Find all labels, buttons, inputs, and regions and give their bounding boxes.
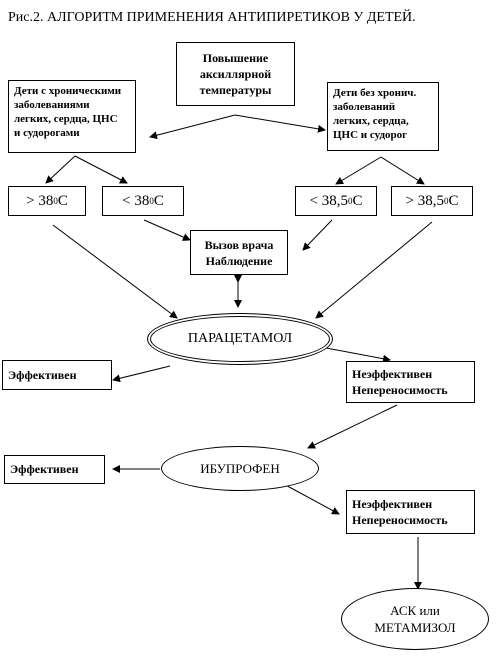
- effective-box-2: Эффективен: [4, 455, 105, 484]
- arrow-top-to-chronic: [149, 114, 236, 140]
- ineffective-box-1: Неэффективен Непереносимость: [346, 361, 475, 403]
- effective-box-1: Эффективен: [2, 360, 112, 390]
- temp-above-38-degree: 0: [53, 196, 58, 206]
- arrow-t4-to-paracetamol: [315, 221, 433, 319]
- arrow-top-to-nochronic: [234, 114, 326, 133]
- temp-above-38-5-unit: C: [448, 193, 459, 209]
- arrow-paracetamol-to-effective: [112, 365, 171, 383]
- chronic-children-box: Дети с хроническими заболеваниями легких…: [8, 80, 136, 153]
- arrow-t1-to-paracetamol: [52, 224, 178, 319]
- temp-below-38-5-unit: C: [352, 193, 363, 209]
- ibuprofen-ellipse: ИБУПРОФЕН: [161, 446, 319, 491]
- temp-above-38-5-degree: 0: [443, 196, 449, 206]
- doctor-observation-box: Вызов врача Наблюдение: [190, 230, 288, 275]
- ineffective-box-2: Неэффективен Непереносимость: [346, 490, 475, 534]
- arrow-t3-to-doctor: [302, 219, 333, 251]
- arrow-t2-to-doctor: [143, 219, 191, 241]
- arrow-ibuprofen-to-ineffective: [279, 481, 340, 515]
- temp-above-38-label: > 38: [26, 193, 54, 209]
- temp-below-38-label: < 38: [122, 193, 150, 209]
- arrow-ineffective-to-ibuprofen: [307, 404, 398, 449]
- temp-above-38-unit: C: [57, 193, 68, 209]
- arrow-chronic-to-t1: [45, 155, 76, 184]
- temp-below-38-5-label: < 38,5: [309, 193, 348, 209]
- temp-below-38-5-degree: 0: [347, 196, 353, 206]
- figure-title: Рис.2. АЛГОРИТМ ПРИМЕНЕНИЯ АНТИПИРЕТИКОВ…: [8, 10, 416, 25]
- non-chronic-children-box: Дети без хронич. заболеваний легких, сер…: [327, 82, 439, 151]
- paracetamol-ellipse: ПАРАЦЕТАМОЛ: [147, 313, 333, 365]
- temp-below-38-unit: C: [153, 193, 164, 209]
- arrow-nochronic-to-t3: [335, 156, 382, 185]
- aspirin-metamizole-ellipse: АСК или МЕТАМИЗОЛ: [341, 588, 489, 650]
- elevated-temperature-box: Повышение аксиллярной температуры: [176, 42, 295, 106]
- temp-above-38-5-label: > 38,5: [405, 193, 444, 209]
- temp-below-38-degree: 0: [149, 196, 154, 206]
- arrow-chronic-to-t2: [74, 155, 128, 184]
- arrow-nochronic-to-t4: [380, 156, 425, 185]
